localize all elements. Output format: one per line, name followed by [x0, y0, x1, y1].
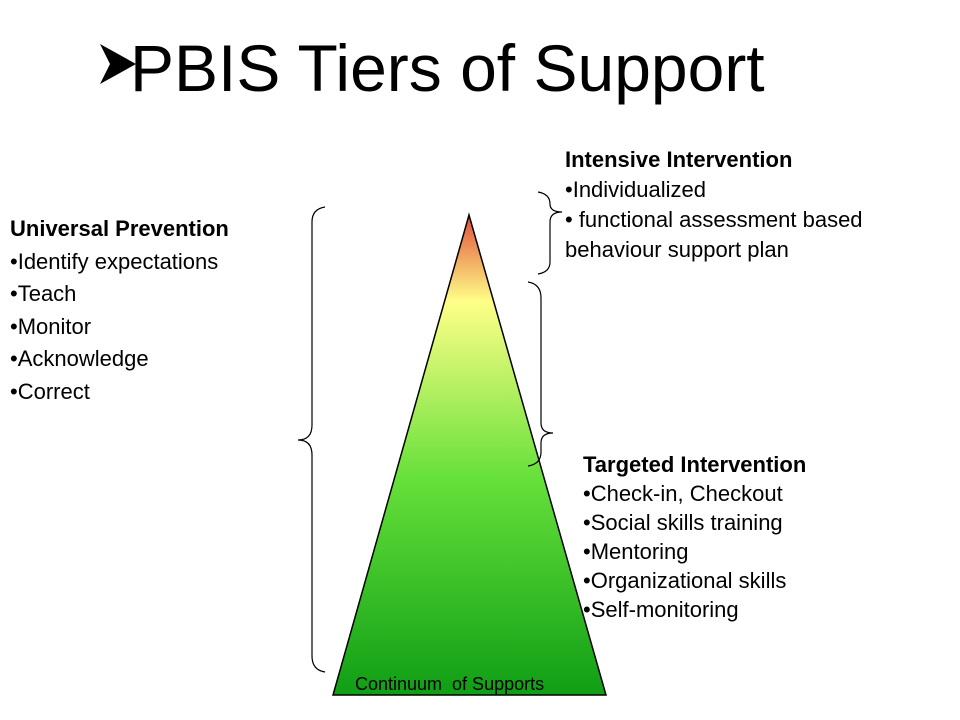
universal-item: •Correct — [10, 378, 90, 404]
support-pyramid — [332, 212, 607, 696]
continuum-label: Continuum of Supports — [355, 670, 600, 698]
universal-prevention-list: Universal Prevention •Identify expectati… — [10, 213, 229, 408]
universal-heading: Universal Prevention — [10, 216, 229, 241]
intensive-heading: Intensive Intervention — [565, 147, 793, 172]
universal-item: •Acknowledge — [10, 346, 149, 371]
targeted-brace — [527, 281, 554, 467]
targeted-item: •Social skills training — [583, 510, 783, 535]
intensive-brace — [537, 191, 563, 275]
targeted-intervention-list: Targeted Intervention •Check-in, Checkou… — [583, 450, 806, 624]
targeted-heading: Targeted Intervention — [583, 452, 807, 477]
universal-item: •Monitor — [10, 313, 92, 339]
page-title: PBIS Tiers of Support — [130, 31, 765, 105]
universal-brace — [297, 206, 326, 673]
intensive-item: •Individualized — [565, 177, 707, 202]
targeted-item: •Organizational skills — [583, 568, 787, 593]
continuum-label-text: Continuum of Supports — [355, 674, 545, 694]
universal-item: •Identify expectations — [10, 248, 219, 274]
intensive-item: • functional assessment based — [565, 207, 863, 232]
intensive-intervention-list: Intensive Intervention •Individualized •… — [565, 145, 863, 265]
universal-item: •Teach — [10, 281, 77, 306]
targeted-item: •Check-in, Checkout — [583, 481, 783, 506]
intensive-item: behaviour support plan — [565, 237, 789, 262]
targeted-item: •Self-monitoring — [583, 597, 739, 622]
targeted-item: •Mentoring — [583, 539, 689, 564]
arrowhead-bullet-icon — [100, 44, 136, 84]
